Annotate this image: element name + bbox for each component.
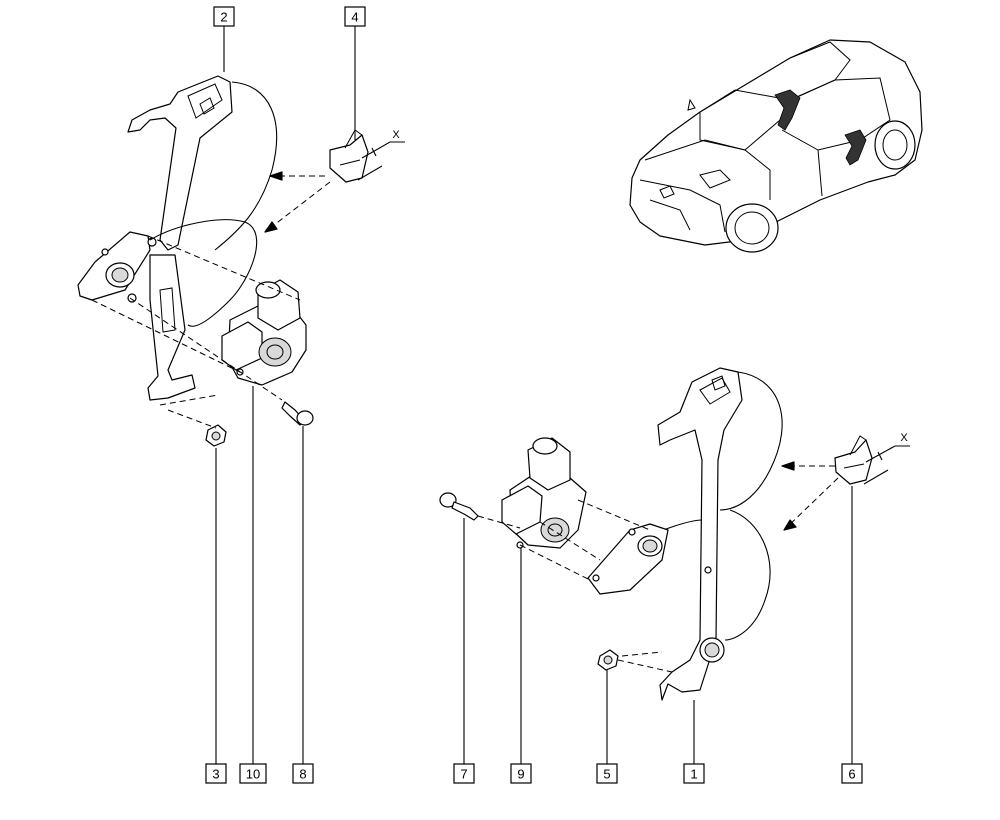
clip-6 <box>834 435 873 485</box>
svg-text:2: 2 <box>220 10 227 25</box>
nut-5 <box>597 649 619 671</box>
svg-text:7: 7 <box>460 767 467 782</box>
svg-text:6: 6 <box>848 767 855 782</box>
callout-3: 3 <box>205 763 227 784</box>
car-illustration <box>629 39 923 253</box>
motor-9 <box>501 437 587 549</box>
callout-2: 2 <box>213 6 235 27</box>
svg-text:10: 10 <box>246 767 260 782</box>
svg-text:3: 3 <box>212 767 219 782</box>
svg-text:5: 5 <box>603 767 610 782</box>
svg-text:1: 1 <box>690 767 697 782</box>
front-window-regulator-assembly <box>439 367 910 701</box>
clip-4 <box>329 129 369 183</box>
svg-text:9: 9 <box>517 767 524 782</box>
callout-6: 6 <box>841 763 863 784</box>
svg-text:4: 4 <box>351 10 358 25</box>
dimension-x-right: X <box>900 432 908 444</box>
screw-8 <box>281 401 314 426</box>
callout-5: 5 <box>596 763 618 784</box>
callout-8: 8 <box>292 763 314 784</box>
callout-10: 10 <box>239 763 267 784</box>
dimension-x-left: X <box>392 129 400 141</box>
callout-4: 4 <box>344 6 366 27</box>
nut-3 <box>205 424 227 447</box>
rear-window-regulator-assembly <box>77 75 405 447</box>
svg-text:8: 8 <box>299 767 306 782</box>
callout-7: 7 <box>453 763 475 784</box>
callout-9: 9 <box>510 763 532 784</box>
screw-7 <box>439 492 479 521</box>
callout-1: 1 <box>683 763 705 784</box>
